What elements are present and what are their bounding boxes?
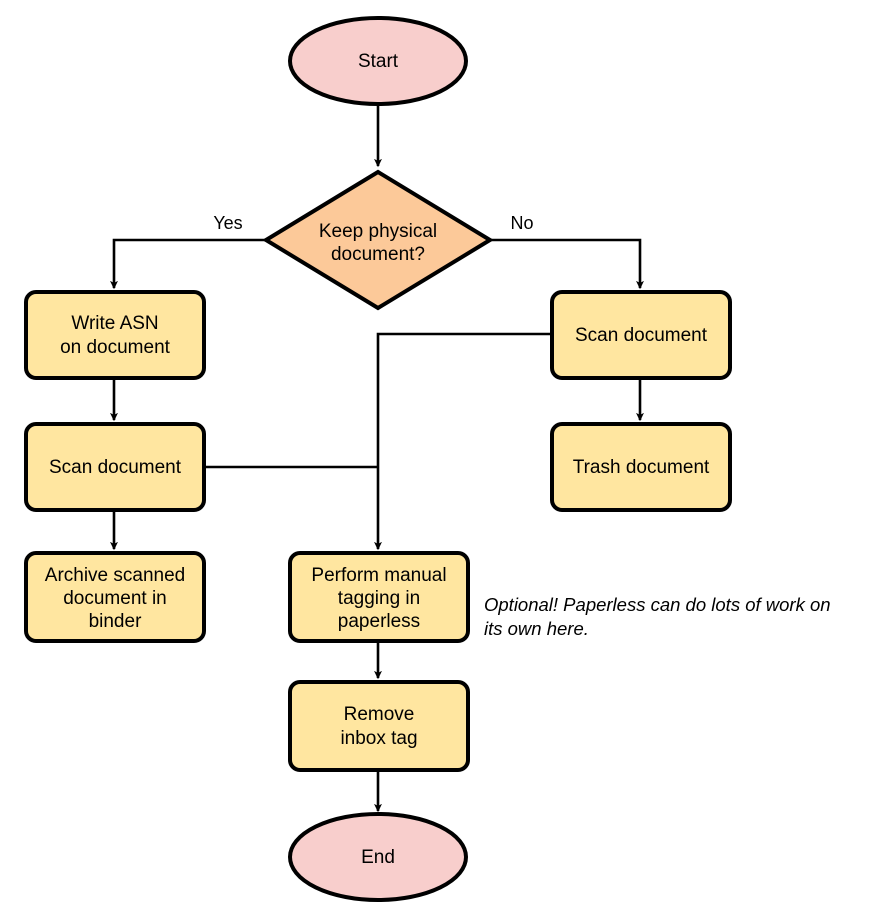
node-end[interactable]: End — [288, 812, 468, 902]
edge-label-yes: Yes — [213, 213, 242, 233]
tagging-box — [288, 551, 470, 643]
remove-inbox-label-line2: inbox tag — [340, 728, 417, 749]
edge-scan-right-to-tagging — [374, 332, 552, 551]
write-asn-label-line2: on document — [60, 337, 171, 358]
start-label: Start — [358, 51, 399, 72]
edge-decision-no-to-scan-right — [491, 238, 644, 290]
start-ellipse — [288, 16, 468, 106]
node-start[interactable]: Start — [288, 16, 468, 106]
node-perform-manual-tagging[interactable]: Perform manual tagging in paperless — [288, 551, 470, 643]
archive-label-line3: binder — [89, 611, 142, 632]
node-trash-document[interactable]: Trash document — [550, 422, 732, 512]
remove-inbox-label-line1: Remove — [344, 704, 415, 725]
trash-document-label: Trash document — [573, 457, 710, 478]
decision-label-line2: document? — [331, 244, 425, 265]
edge-label-no: No — [510, 213, 533, 233]
remove-inbox-box — [288, 680, 470, 772]
scan-document-right-label: Scan document — [575, 325, 708, 346]
node-write-asn-on-document[interactable]: Write ASN on document — [24, 290, 206, 380]
node-scan-document-right[interactable]: Scan document — [550, 290, 732, 380]
end-ellipse — [288, 812, 468, 902]
scan-document-left-label: Scan document — [49, 457, 182, 478]
tagging-label-line3: paperless — [338, 611, 420, 632]
archive-label-line2: document in — [63, 588, 167, 609]
tagging-label-line2: tagging in — [338, 588, 420, 609]
node-scan-document-left[interactable]: Scan document — [24, 422, 206, 512]
trash-document-box — [550, 422, 732, 512]
decision-label-line1: Keep physical — [319, 221, 437, 242]
tagging-label-line1: Perform manual — [311, 565, 446, 586]
optional-note-line1: Optional! Paperless can do lots of work … — [484, 594, 831, 615]
optional-note-line2: its own here. — [484, 618, 589, 639]
archive-box — [24, 551, 206, 643]
node-remove-inbox-tag[interactable]: Remove inbox tag — [288, 680, 470, 772]
write-asn-box — [24, 290, 206, 380]
decision-diamond — [262, 169, 494, 311]
scan-document-left-box — [24, 422, 206, 512]
write-asn-label-line1: Write ASN — [71, 313, 158, 334]
annotation-optional-note: Optional! Paperless can do lots of work … — [484, 594, 831, 639]
node-archive-scanned-document[interactable]: Archive scanned document in binder — [24, 551, 206, 643]
archive-label-line1: Archive scanned — [45, 565, 185, 586]
edge-decision-yes-to-write-asn — [110, 238, 265, 290]
node-decision-keep-physical-document[interactable]: Keep physical document? — [262, 169, 494, 311]
end-label: End — [361, 847, 395, 868]
scan-document-right-box — [550, 290, 732, 380]
